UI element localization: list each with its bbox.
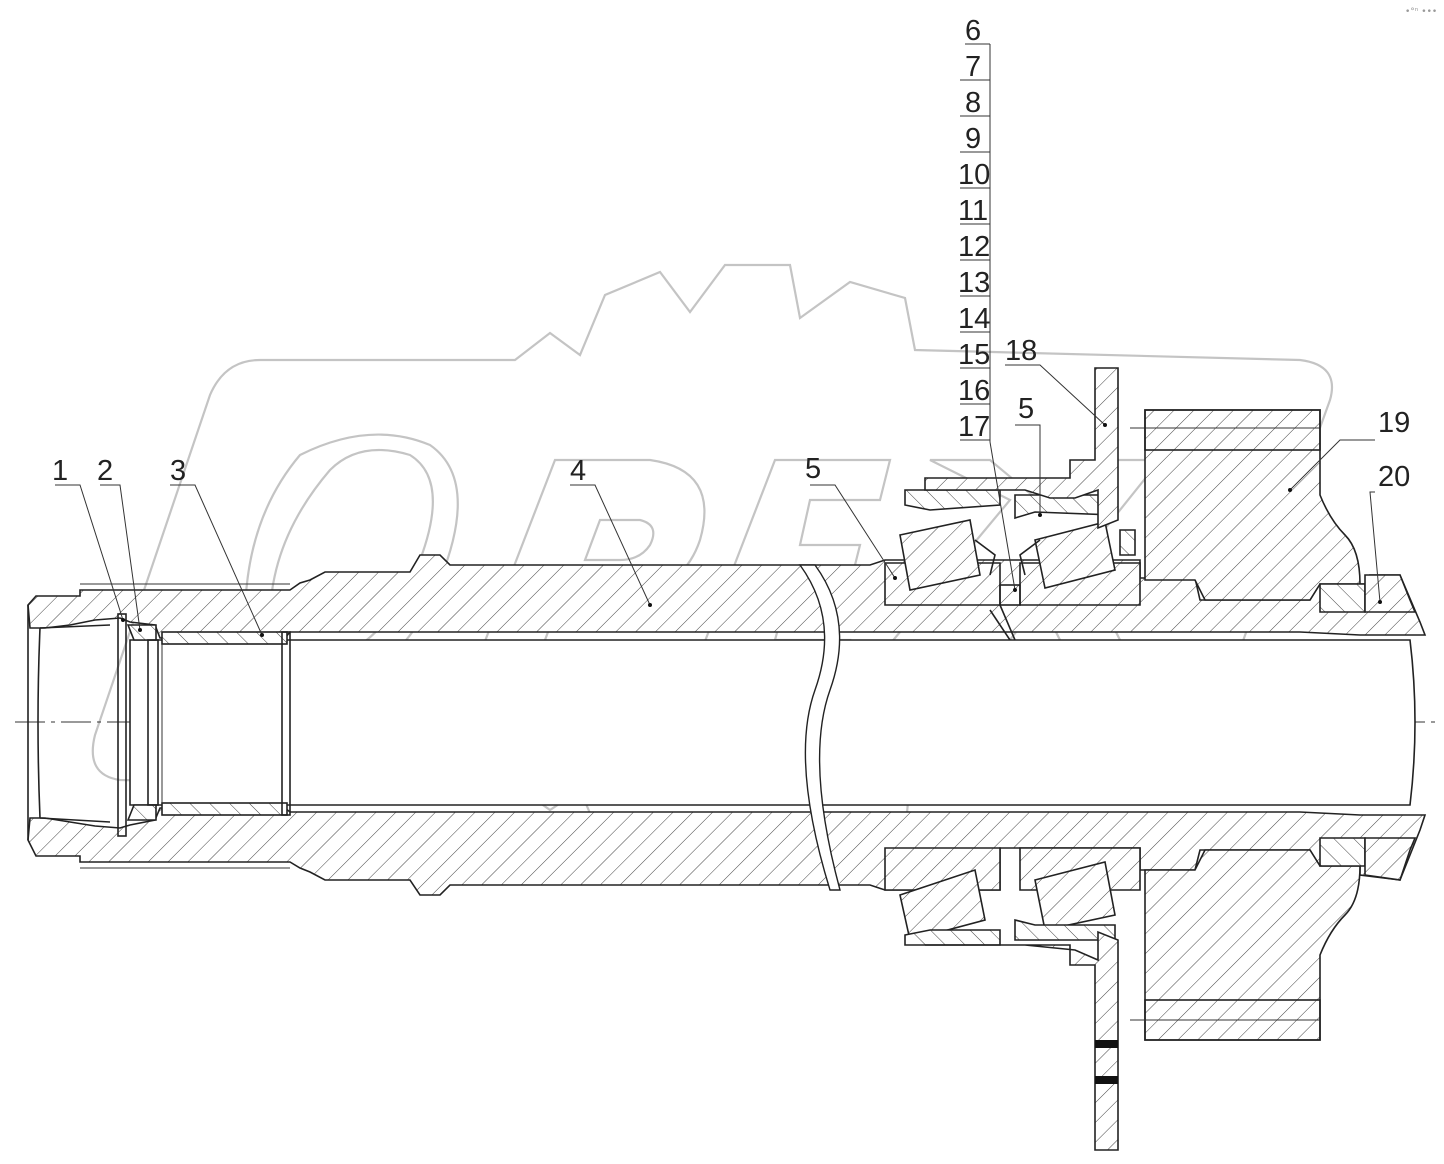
bearing-right-lower [1014, 847, 1141, 941]
callout-6: 6 [965, 15, 981, 47]
housing-bolt-holes [1095, 1040, 1118, 1084]
callout-1: 1 [52, 455, 68, 487]
gear-watermark-icon [91, 263, 1334, 882]
callout-12: 12 [958, 231, 990, 263]
housing-upper [924, 367, 1119, 530]
break-line [798, 564, 841, 891]
callout-3: 3 [170, 455, 186, 487]
callout-17: 17 [958, 411, 990, 443]
callout-20: 20 [1378, 461, 1410, 493]
housing-lower [925, 930, 1119, 1151]
bearing-left-lower [884, 847, 1001, 946]
part-3-needle-bearing [161, 631, 291, 816]
callout-9: 9 [965, 123, 981, 155]
callout-2: 2 [97, 455, 113, 487]
leader-lines [55, 43, 1381, 636]
callout-labels: 1 2 3 4 5 6 7 8 9 10 11 12 13 14 15 16 1… [52, 15, 1410, 493]
callout-10: 10 [958, 159, 990, 191]
callout-8: 8 [965, 87, 981, 119]
bearing-right-upper [1014, 494, 1141, 606]
callout-14: 14 [958, 303, 990, 335]
part-20-nut-upper [1319, 583, 1366, 613]
gear-lower [1144, 849, 1361, 1041]
callout-16: 16 [958, 375, 990, 407]
callout-15: 15 [958, 339, 990, 371]
callout-stack-rules [960, 79, 990, 441]
part-1-circlip [117, 613, 127, 837]
corner-mark: •°ⁿ ••• [1405, 7, 1437, 17]
bearing-left-upper [884, 489, 1001, 606]
spline-marks [80, 583, 290, 869]
callout-4: 4 [570, 455, 586, 487]
shaft-bore [129, 639, 1416, 806]
callout-5-right: 5 [1018, 393, 1034, 425]
spacer-upper [999, 584, 1021, 606]
callout-13: 13 [958, 267, 990, 299]
part-20-nut-lower [1319, 837, 1366, 867]
callout-5-left: 5 [805, 453, 821, 485]
shaft-end [27, 605, 111, 840]
callout-19: 19 [1378, 407, 1410, 439]
leader-dots [121, 423, 1382, 637]
gear-upper [1144, 409, 1361, 601]
part-2-ring [126, 624, 159, 821]
callout-7: 7 [965, 51, 981, 83]
callout-18: 18 [1005, 335, 1037, 367]
callout-11: 11 [958, 195, 988, 227]
